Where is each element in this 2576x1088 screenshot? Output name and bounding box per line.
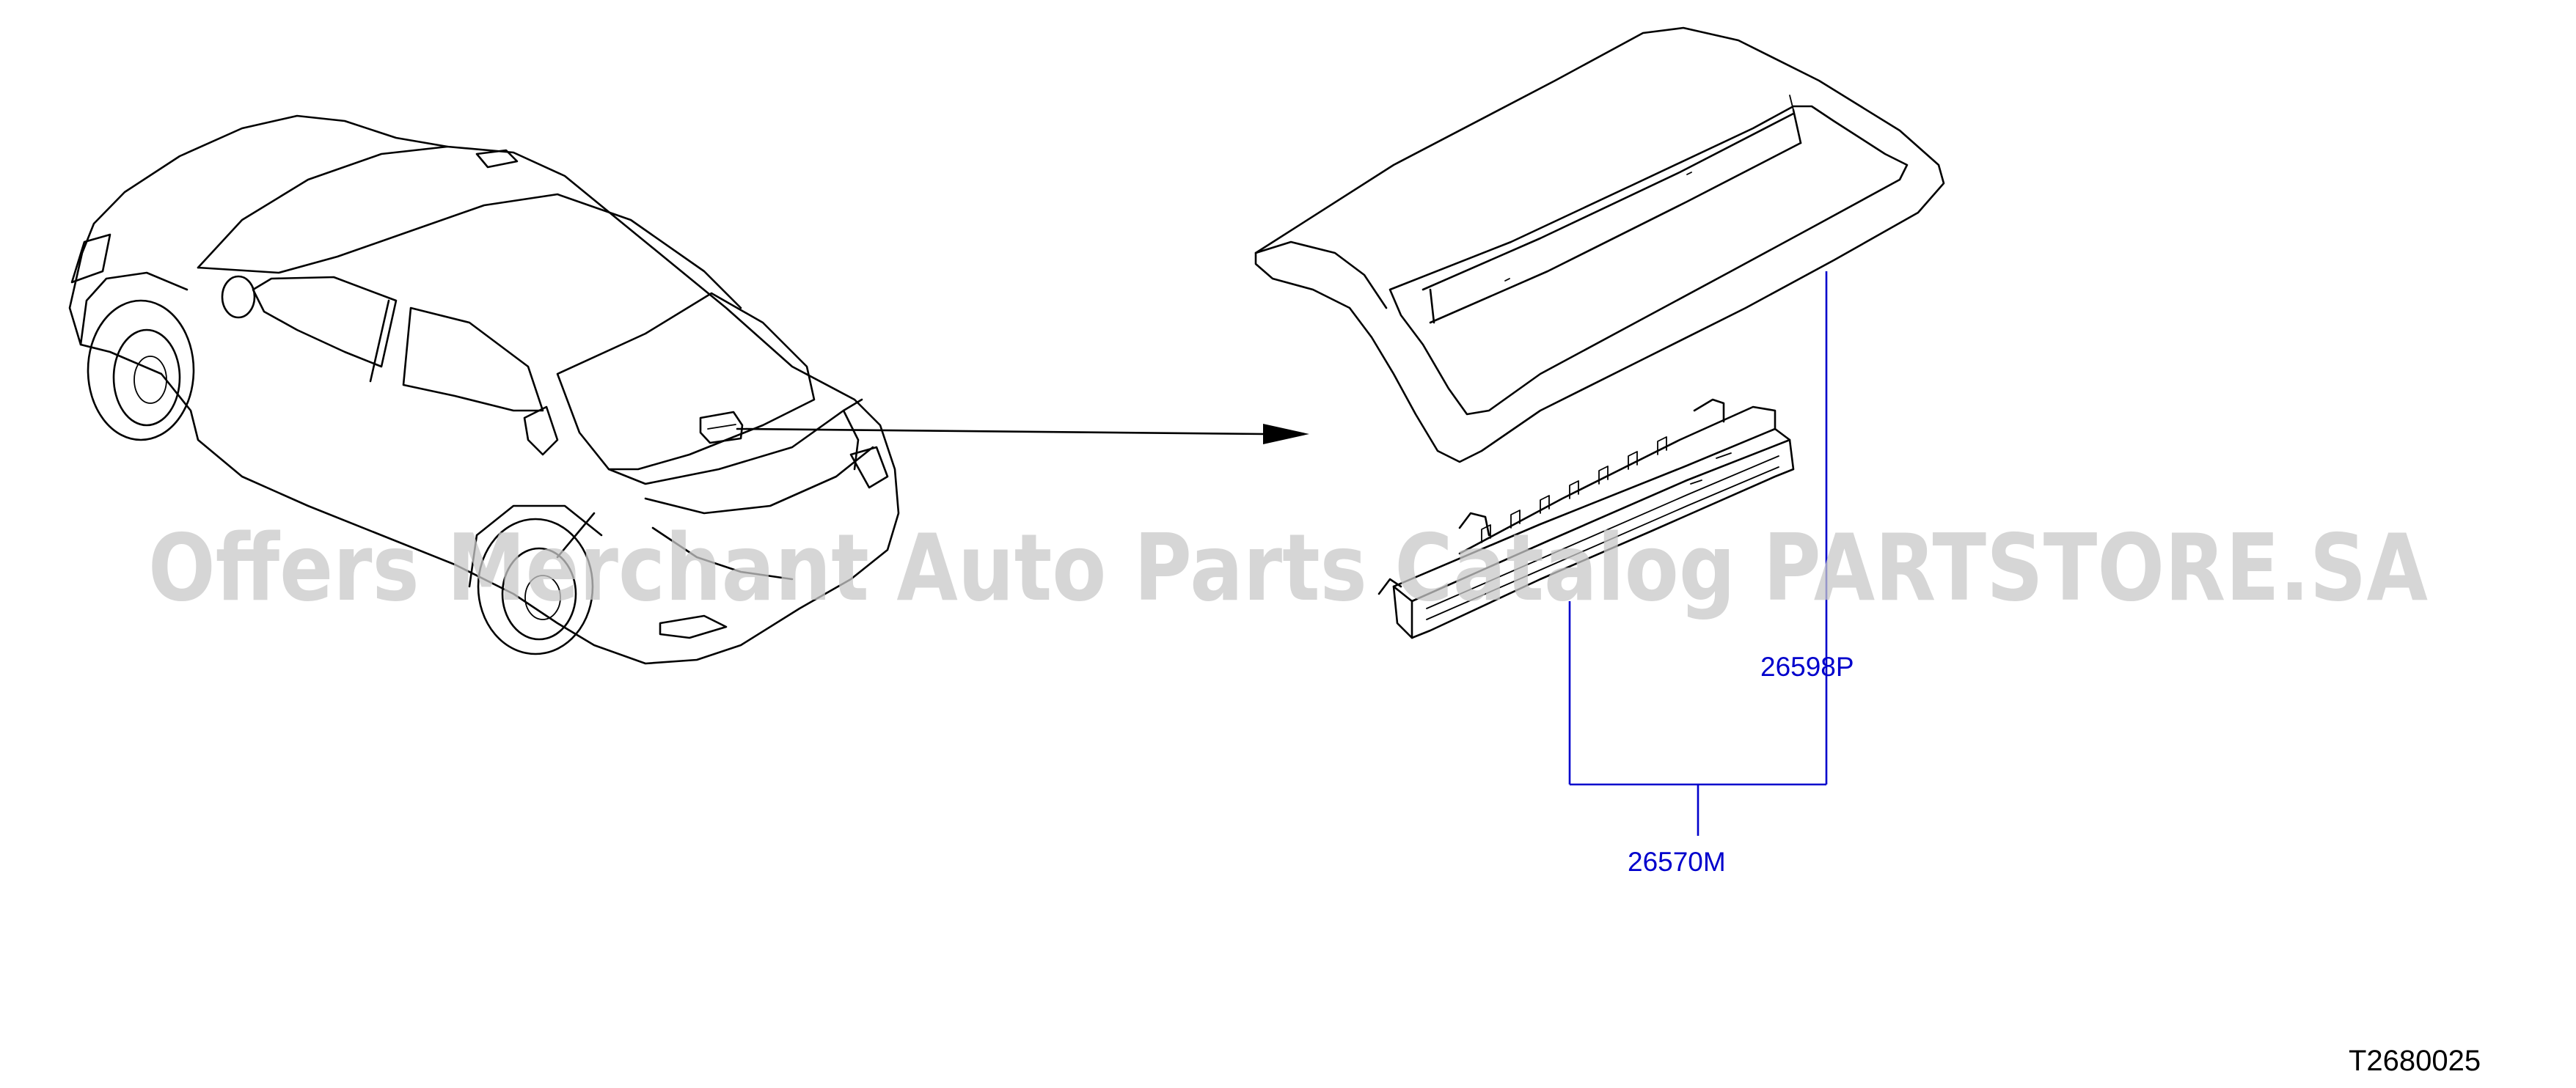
lamp-assembly-part bbox=[1377, 398, 1795, 639]
lamp-cover-part bbox=[1254, 26, 1945, 463]
diagram-reference-code: T2680025 bbox=[2349, 1045, 2481, 1077]
part-number-26570M[interactable]: 26570M bbox=[1628, 847, 1726, 877]
pointer-arrow bbox=[736, 424, 1309, 444]
arrow-head bbox=[1263, 424, 1309, 444]
part-number-26598P[interactable]: 26598P bbox=[1760, 652, 1854, 682]
car-illustration bbox=[68, 114, 900, 665]
callout-leaders bbox=[1568, 271, 1828, 836]
watermark-text: Offers Merchant Auto Parts Catalog PARTS… bbox=[148, 514, 2428, 622]
